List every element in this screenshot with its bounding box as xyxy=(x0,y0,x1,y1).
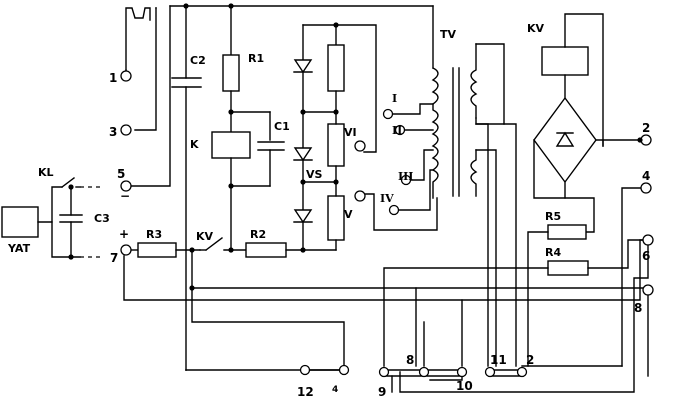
label-v: V xyxy=(344,208,353,221)
label-minus: − xyxy=(120,189,130,203)
terminal-5[interactable] xyxy=(120,180,132,192)
tv-secondary-coil-2 xyxy=(470,149,478,197)
resistor-upper xyxy=(327,44,345,92)
label-plus: + xyxy=(119,227,129,241)
label-b2: 2 xyxy=(526,353,534,367)
tap-iii[interactable] xyxy=(400,174,412,186)
label-k: K xyxy=(190,138,199,151)
label-c2: C2 xyxy=(190,54,206,67)
label-t4-right: 4 xyxy=(642,169,650,183)
terminal-11-bottom[interactable] xyxy=(484,366,496,378)
label-b9: 9 xyxy=(378,385,386,399)
terminal-12-bottom[interactable] xyxy=(299,364,311,376)
relay-coil-kv xyxy=(541,46,589,76)
terminal-8-right[interactable] xyxy=(642,284,654,296)
terminal-7[interactable] xyxy=(120,244,132,256)
tap-iv[interactable] xyxy=(388,204,400,216)
label-b4: 4 xyxy=(332,385,338,395)
terminal-4-right[interactable] xyxy=(640,182,652,194)
resistor-r1 xyxy=(222,54,240,92)
terminal-2-bottom[interactable] xyxy=(516,366,528,378)
terminal-6-right[interactable] xyxy=(642,234,654,246)
tv-secondary-coil-1 xyxy=(470,43,478,119)
label-kl: KL xyxy=(38,166,54,179)
label-kv-contact: KV xyxy=(196,230,214,243)
label-t3: 3 xyxy=(109,125,117,139)
resistor-r4 xyxy=(547,260,589,276)
label-r1: R1 xyxy=(248,52,264,65)
resistor-r3 xyxy=(137,242,177,258)
label-r4: R4 xyxy=(545,246,561,259)
tap-i[interactable] xyxy=(382,108,394,120)
label-kv-relay: KV xyxy=(527,22,545,35)
label-c3: C3 xyxy=(94,212,110,225)
resistor-r2 xyxy=(245,242,287,258)
label-tap-iv: IV xyxy=(380,192,394,205)
label-t6-right: 6 xyxy=(642,249,650,263)
diode-vs xyxy=(293,147,313,162)
top-contact-hook xyxy=(125,7,157,131)
label-t5: 5 xyxy=(117,167,125,181)
coil-yat xyxy=(1,206,39,238)
label-t7: 7 xyxy=(110,251,118,265)
label-tap-ii: II xyxy=(392,124,402,137)
diode-3 xyxy=(293,209,313,224)
label-t2-right: 2 xyxy=(642,121,650,135)
label-b11: 11 xyxy=(490,353,507,367)
terminal-1[interactable] xyxy=(120,70,132,82)
label-vi: VI xyxy=(344,126,357,139)
terminal-4-bottom[interactable] xyxy=(338,364,350,376)
label-b8: 8 xyxy=(406,353,414,367)
label-tap-i: I xyxy=(392,92,397,105)
wire-5 xyxy=(130,5,171,187)
label-tv: TV xyxy=(440,28,457,41)
label-r3: R3 xyxy=(146,228,162,241)
label-vs: VS xyxy=(306,168,323,181)
resistor-vi xyxy=(327,123,345,167)
label-r2: R2 xyxy=(250,228,266,241)
label-c1: C1 xyxy=(274,120,290,133)
terminal-v[interactable] xyxy=(354,190,366,202)
label-yat: YAT xyxy=(7,242,31,255)
tap-ii[interactable] xyxy=(394,124,406,136)
terminal-3[interactable] xyxy=(120,124,132,136)
diode-1 xyxy=(293,59,313,74)
label-r5: R5 xyxy=(545,210,561,223)
label-b12: 12 xyxy=(297,385,314,399)
label-b10: 10 xyxy=(456,379,473,393)
resistor-r5 xyxy=(547,224,587,240)
relay-coil-k xyxy=(211,131,251,159)
terminal-10-bottom[interactable] xyxy=(456,366,468,378)
label-tap-iii: III xyxy=(398,170,413,183)
terminal-9-bottom[interactable] xyxy=(378,366,390,378)
resistor-v xyxy=(327,195,345,241)
terminal-8-bottom[interactable] xyxy=(418,366,430,378)
junction-dots xyxy=(68,3,643,291)
terminal-vi[interactable] xyxy=(354,140,366,152)
bridge-diode xyxy=(555,131,575,147)
label-t8-right: 8 xyxy=(634,301,642,315)
tv-primary-coil xyxy=(431,67,439,199)
label-t1: 1 xyxy=(109,71,117,85)
